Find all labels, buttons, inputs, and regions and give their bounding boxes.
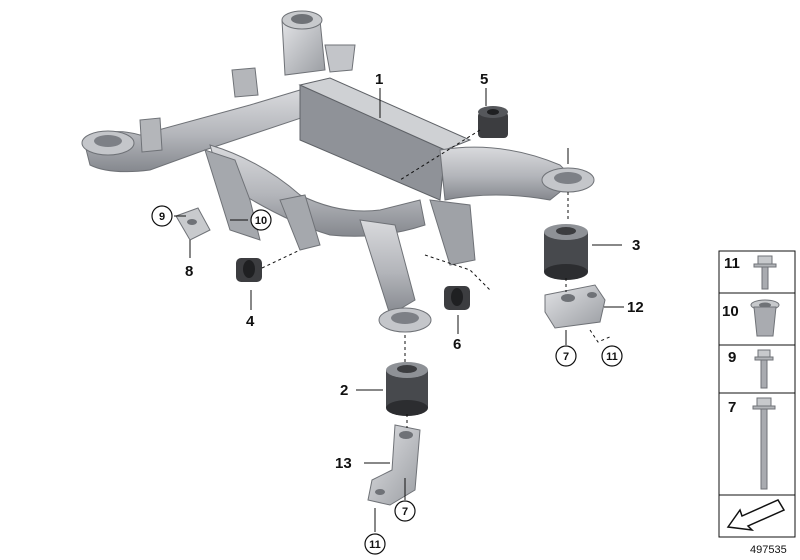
svg-text:7: 7 <box>563 351 569 363</box>
callout-4: 4 <box>246 313 255 330</box>
rear-subframe <box>81 10 595 333</box>
callout-6: 6 <box>453 336 461 353</box>
callout-circle-10: 10 <box>250 209 272 231</box>
bushing-part-4 <box>236 258 262 282</box>
long-bolt-icon <box>752 397 776 490</box>
callout-5: 5 <box>480 71 488 88</box>
svg-text:9: 9 <box>728 349 736 366</box>
callout-circle-9: 9 <box>151 205 173 227</box>
callout-2: 2 <box>340 382 348 399</box>
reference-number: 497535 <box>750 544 787 556</box>
direction-arrow-icon <box>726 499 786 532</box>
fastener-panel: 11 10 9 <box>718 250 796 538</box>
mount-plate-part-12 <box>544 284 606 329</box>
svg-text:7: 7 <box>728 399 736 416</box>
short-bolt-icon <box>754 349 774 389</box>
bushing-part-3 <box>544 224 588 280</box>
callout-1: 1 <box>375 71 383 88</box>
callout-3: 3 <box>632 237 640 254</box>
svg-text:9: 9 <box>159 211 165 223</box>
svg-text:11: 11 <box>369 539 381 551</box>
callout-circle-7a: 7 <box>555 345 577 367</box>
callout-13: 13 <box>335 455 352 472</box>
svg-text:7: 7 <box>402 506 408 518</box>
callouts: 1 5 3 12 8 4 6 2 13 9 10 7 11 7 11 <box>151 71 644 555</box>
bushing-part-6 <box>444 286 470 310</box>
bushing-part-5 <box>478 106 508 138</box>
svg-text:10: 10 <box>255 215 267 227</box>
flange-bolt-icon <box>753 255 777 290</box>
svg-text:10: 10 <box>722 303 739 320</box>
bushing-nut-icon <box>750 299 780 337</box>
clip-plate-part-9 <box>175 207 211 241</box>
callout-circle-7b: 7 <box>394 500 416 522</box>
leader-lines <box>174 88 624 532</box>
bracket-part-13 <box>367 424 421 506</box>
bushing-part-2 <box>386 362 428 416</box>
svg-text:11: 11 <box>724 255 740 272</box>
callout-circle-11b: 11 <box>364 533 386 555</box>
panel-cell-10: 10 <box>718 292 796 346</box>
svg-text:11: 11 <box>606 351 618 363</box>
callout-12: 12 <box>627 299 644 316</box>
callout-8: 8 <box>185 263 193 280</box>
panel-cell-7: 7 <box>718 392 796 496</box>
callout-circle-11a: 11 <box>601 345 623 367</box>
panel-cell-9: 9 <box>718 344 796 394</box>
panel-cell-arrow <box>718 494 796 538</box>
panel-cell-11: 11 <box>718 250 796 294</box>
